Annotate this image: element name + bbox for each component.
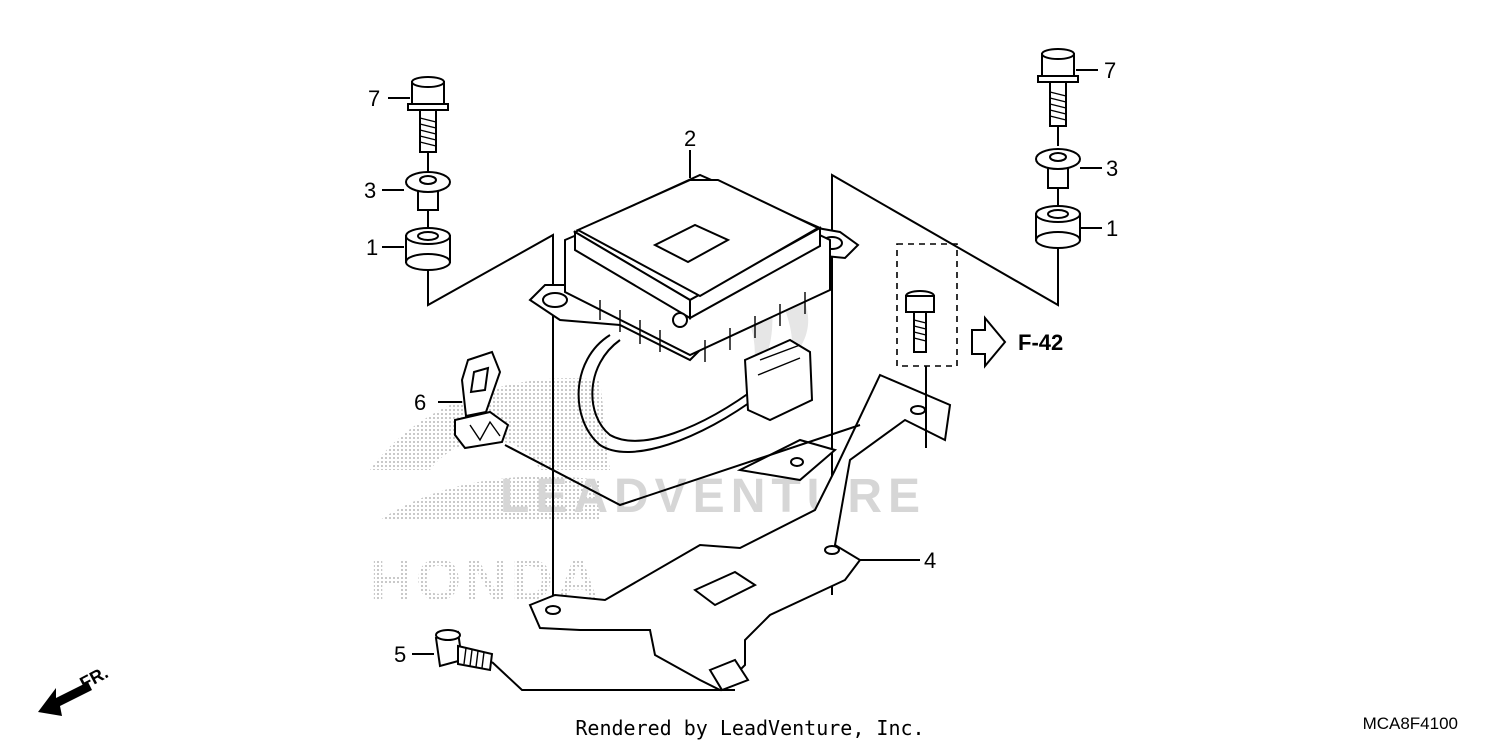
reference-bolt-group: [896, 243, 958, 448]
left-stack-leader: [427, 152, 554, 600]
left-grommet: [405, 227, 451, 271]
rendered-by-footer: Rendered by LeadVenture, Inc.: [575, 716, 925, 740]
callout-left-bolt: 7: [368, 86, 380, 111]
callout-right-collar: 3: [1106, 156, 1118, 181]
diagram-code: MCA8F4100: [1362, 714, 1458, 733]
callout-control-unit: 2: [684, 126, 696, 151]
right-grommet: [1035, 205, 1081, 249]
leadventure-watermark-text: LEADVENTURE: [500, 470, 926, 523]
callout-left-grommet: 1: [366, 235, 378, 260]
callout-right-grommet: 1: [1106, 216, 1118, 241]
mount-bracket: [528, 373, 952, 692]
reference-label: F-42: [1018, 330, 1063, 355]
left-mount-bolt: [407, 76, 449, 153]
front-direction-arrow-icon: [38, 682, 92, 716]
flange-bolt: [434, 629, 735, 691]
right-mount-bolt: [1037, 48, 1079, 127]
callout-right-bolt: 7: [1104, 58, 1116, 83]
callout-flange-bolt: 5: [394, 642, 406, 667]
control-unit: [528, 173, 860, 453]
callout-bracket: 4: [924, 548, 936, 573]
callout-clip: 6: [414, 390, 426, 415]
callout-left-collar: 3: [364, 178, 376, 203]
reference-arrow-icon: [971, 315, 1007, 369]
right-stack-leader: [831, 126, 1059, 595]
harness-clip: [454, 350, 861, 507]
left-collar: [405, 171, 451, 211]
right-collar: [1035, 148, 1081, 189]
